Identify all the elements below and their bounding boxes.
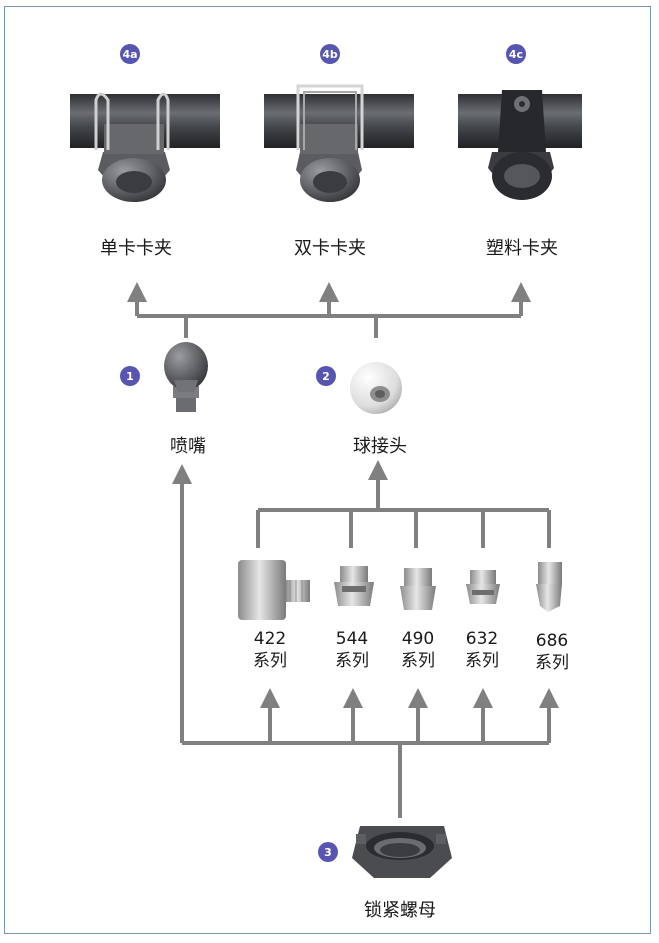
- series-422-suffix: 系列: [253, 651, 287, 671]
- svg-text:4b: 4b: [322, 48, 338, 61]
- diagram-frame: [4, 6, 651, 934]
- series-544-number: 544: [335, 629, 369, 649]
- series-422-number: 422: [253, 629, 287, 649]
- single-clamp-image: [70, 92, 220, 202]
- ball-joint-image: [350, 362, 402, 414]
- series-490-number: 490: [401, 629, 435, 649]
- nozzle-label: 喷嘴: [170, 436, 206, 457]
- plastic-clamp-label: 塑料卡夹: [486, 238, 558, 259]
- clamp-connector-lines: [127, 282, 531, 338]
- svg-text:3: 3: [324, 846, 332, 859]
- tip-544-image: [334, 566, 374, 606]
- series-686-label: 686 系列: [522, 630, 582, 674]
- svg-text:1: 1: [126, 370, 134, 383]
- series-632-suffix: 系列: [465, 651, 499, 671]
- single-clamp-label: 单卡卡夹: [100, 238, 172, 259]
- tip-490-image: [400, 568, 436, 610]
- badge-1: 1: [120, 366, 140, 386]
- series-connector-lines: [172, 460, 559, 818]
- series-686-number: 686: [535, 631, 569, 651]
- badge-2: 2: [316, 366, 336, 386]
- plastic-clamp-image: [458, 90, 582, 200]
- svg-text:2: 2: [322, 370, 330, 383]
- series-490-suffix: 系列: [401, 651, 435, 671]
- series-632-number: 632: [465, 629, 499, 649]
- badge-4c: 4c: [506, 44, 526, 64]
- series-422-label: 422 系列: [240, 628, 300, 672]
- series-544-label: 544 系列: [322, 628, 382, 672]
- badge-4a: 4a: [120, 44, 140, 64]
- lock-nut-label: 锁紧螺母: [364, 900, 436, 921]
- tip-632-image: [466, 570, 500, 604]
- double-clamp-label: 双卡卡夹: [294, 238, 366, 259]
- lock-nut-image: [352, 826, 452, 878]
- badge-3: 3: [318, 842, 338, 862]
- nozzle-image: [164, 342, 208, 412]
- series-490-label: 490 系列: [388, 628, 448, 672]
- tip-422-image: [238, 560, 310, 620]
- ball-joint-label: 球接头: [353, 436, 407, 457]
- svg-text:4a: 4a: [122, 48, 137, 61]
- svg-text:4c: 4c: [509, 48, 523, 61]
- series-686-suffix: 系列: [535, 653, 569, 673]
- badge-4b: 4b: [320, 44, 340, 64]
- series-544-suffix: 系列: [335, 651, 369, 671]
- double-clamp-image: [264, 84, 414, 202]
- series-632-label: 632 系列: [452, 628, 512, 672]
- tip-686-image: [536, 562, 562, 612]
